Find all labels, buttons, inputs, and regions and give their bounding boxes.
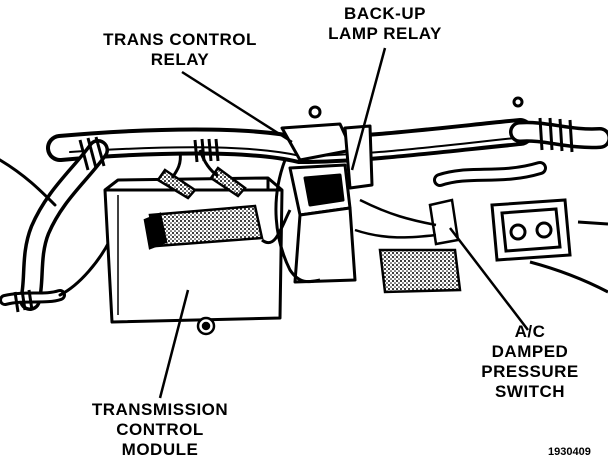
right-harness-bands [512,96,574,153]
label-tcm-line3: MODULE [121,440,199,459]
label-ac-damped-pressure-switch: A/C DAMPED PRESSURE SWITCH [450,322,608,402]
label-backup-lamp-relay-line2: LAMP RELAY [328,24,442,43]
label-backup-lamp-relay-line1: BACK-UP [344,4,426,23]
figure-number: 1930409 [548,446,591,458]
left-harness-bands [13,136,106,313]
label-trans-control-relay: TRANS CONTROL RELAY [80,30,280,70]
leader-ac-switch [449,227,529,331]
label-ac-line3: PRESSURE [481,362,579,381]
relay-cluster [274,105,374,284]
label-tcm-line2: CONTROL [116,420,204,439]
harness-ribs [193,138,220,163]
tcm-connectors [143,166,264,336]
label-transmission-control-module: TRANSMISSION CONTROL MODULE [55,400,265,460]
label-trans-control-relay-line2: RELAY [150,50,210,69]
tcm-box [103,176,284,324]
label-tcm-line1: TRANSMISSION [91,400,229,419]
leader-lines [158,47,529,399]
label-ac-line4: SWITCH [494,382,566,401]
bulkhead-plate [490,198,608,294]
leader-trans-control-relay [181,70,293,144]
label-ac-line1: A/C [514,322,546,341]
right-harness [433,120,608,187]
label-ac-line2: DAMPED [491,342,569,361]
left-harness [0,139,112,311]
label-backup-lamp-relay: BACK-UP LAMP RELAY [300,4,470,44]
label-trans-control-relay-line1: TRANS CONTROL [103,30,257,49]
leader-tcm [158,289,190,399]
leader-backup-lamp-relay [350,47,387,171]
ac-switch-body [354,198,462,294]
